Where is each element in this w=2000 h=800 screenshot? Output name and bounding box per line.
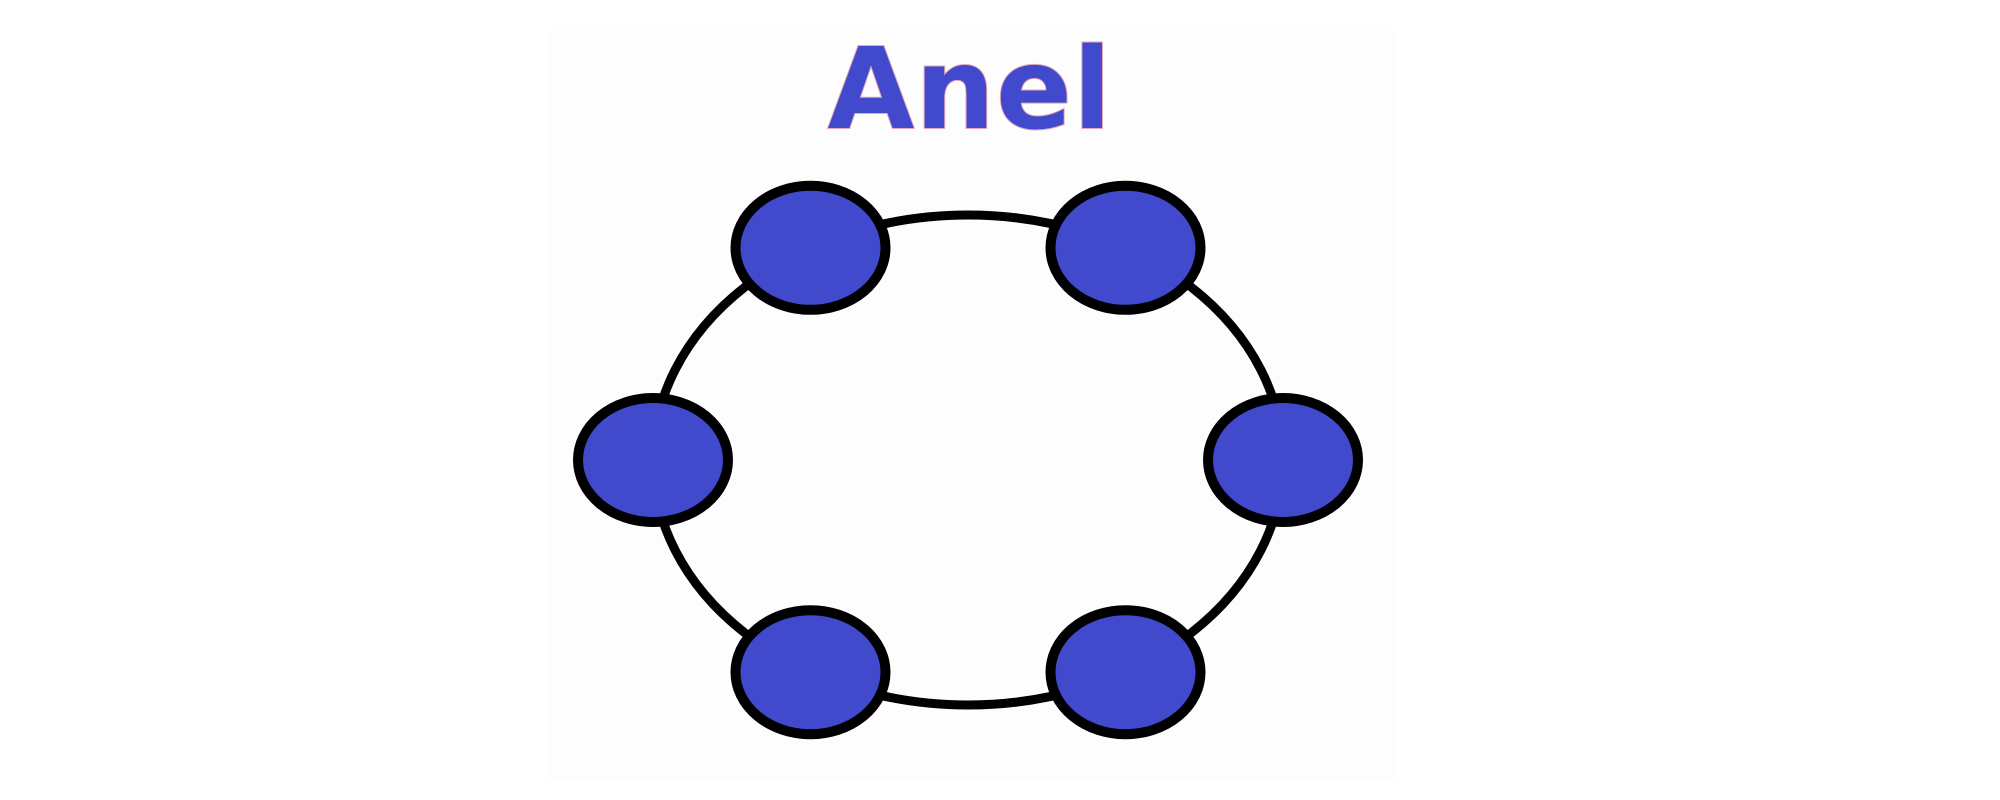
node-right <box>1203 393 1363 527</box>
node-group <box>573 180 1363 740</box>
node-top-right <box>1045 180 1206 315</box>
node-left <box>573 393 733 527</box>
node-bottom-left <box>730 605 891 740</box>
node-top-left <box>730 180 891 315</box>
diagram-title: Anel <box>827 24 1113 156</box>
node-bottom-right <box>1045 605 1206 740</box>
